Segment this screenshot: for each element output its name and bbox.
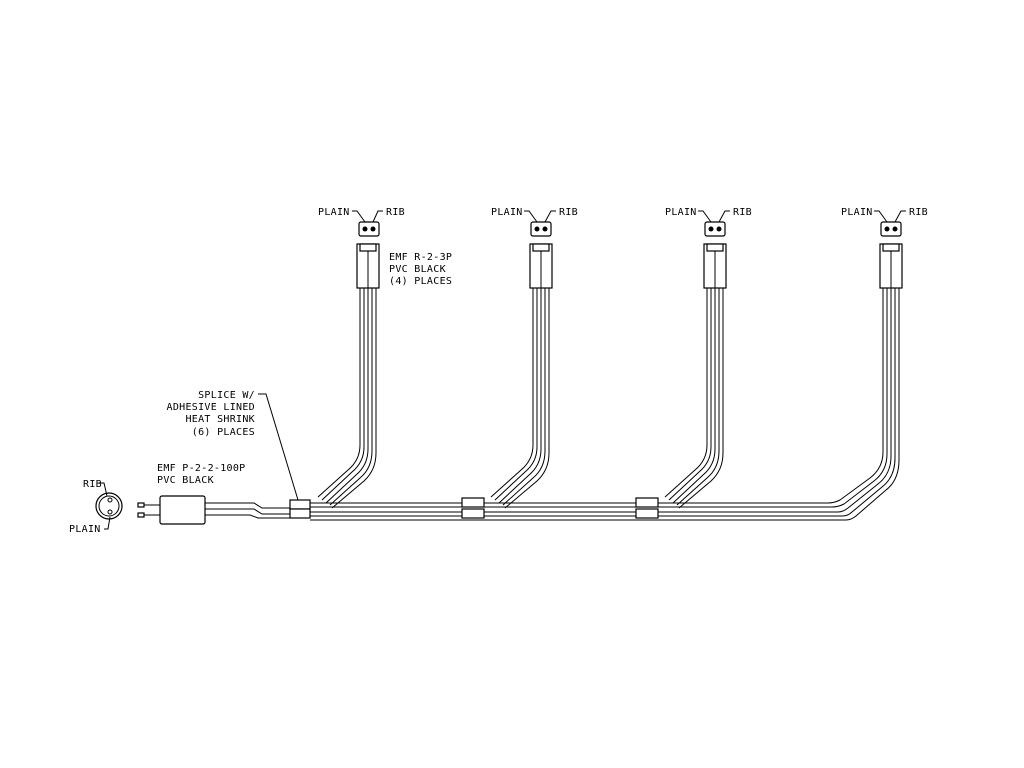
plug-note: EMF P-2-2-100P PVC BLACK bbox=[157, 463, 246, 486]
plug-note-line1: EMF P-2-2-100P bbox=[157, 463, 246, 474]
splice-note-line4: (6) PLACES bbox=[192, 427, 255, 438]
receptacle-note-line3: (4) PLACES bbox=[389, 276, 452, 287]
branch-cable-2 bbox=[490, 288, 550, 509]
plug-face bbox=[95, 482, 123, 530]
branch-1-plain-label: PLAIN bbox=[318, 207, 350, 218]
receptacle-3 bbox=[703, 243, 727, 289]
splice-note-line3: HEAT SHRINK bbox=[185, 414, 255, 425]
branch-1-rib-label: RIB bbox=[386, 207, 405, 218]
receptacle-face-1 bbox=[352, 210, 383, 237]
receptacle-4 bbox=[879, 243, 903, 289]
branch-cable-3 bbox=[664, 288, 724, 509]
branch-4-plain-label: PLAIN bbox=[841, 207, 873, 218]
splice-note-line2: ADHESIVE LINED bbox=[167, 402, 256, 413]
receptacle-note-line2: PVC BLACK bbox=[389, 264, 446, 275]
branch-cable-1 bbox=[317, 288, 377, 509]
plug-connector bbox=[137, 495, 206, 525]
branch-4-rib-label: RIB bbox=[909, 207, 928, 218]
receptacle-note: EMF R-2-3P PVC BLACK (4) PLACES bbox=[389, 252, 452, 287]
branch-3-rib-label: RIB bbox=[733, 207, 752, 218]
branch-2-plain-label: PLAIN bbox=[491, 207, 523, 218]
splice-1 bbox=[289, 499, 311, 519]
splice-note: SPLICE W/ ADHESIVE LINED HEAT SHRINK (6)… bbox=[167, 390, 299, 501]
plug-rib-label: RIB bbox=[83, 479, 102, 490]
receptacle-2 bbox=[529, 243, 553, 289]
plug-note-line2: PVC BLACK bbox=[157, 475, 214, 486]
receptacle-face-4 bbox=[874, 210, 906, 237]
receptacle-face-2 bbox=[524, 210, 556, 237]
splice-2 bbox=[461, 497, 485, 519]
receptacle-note-line1: EMF R-2-3P bbox=[389, 252, 452, 263]
branch-3-plain-label: PLAIN bbox=[665, 207, 697, 218]
branch-2-rib-label: RIB bbox=[559, 207, 578, 218]
splice-note-line1: SPLICE W/ bbox=[198, 390, 255, 401]
receptacle-face-3 bbox=[698, 210, 730, 237]
splice-3 bbox=[635, 497, 659, 519]
branch-cable-4 bbox=[827, 288, 900, 521]
receptacle-1 bbox=[356, 243, 380, 289]
plug-plain-label: PLAIN bbox=[69, 524, 101, 535]
main-trunk-cable bbox=[205, 502, 846, 521]
splice-leader-line bbox=[258, 393, 299, 501]
